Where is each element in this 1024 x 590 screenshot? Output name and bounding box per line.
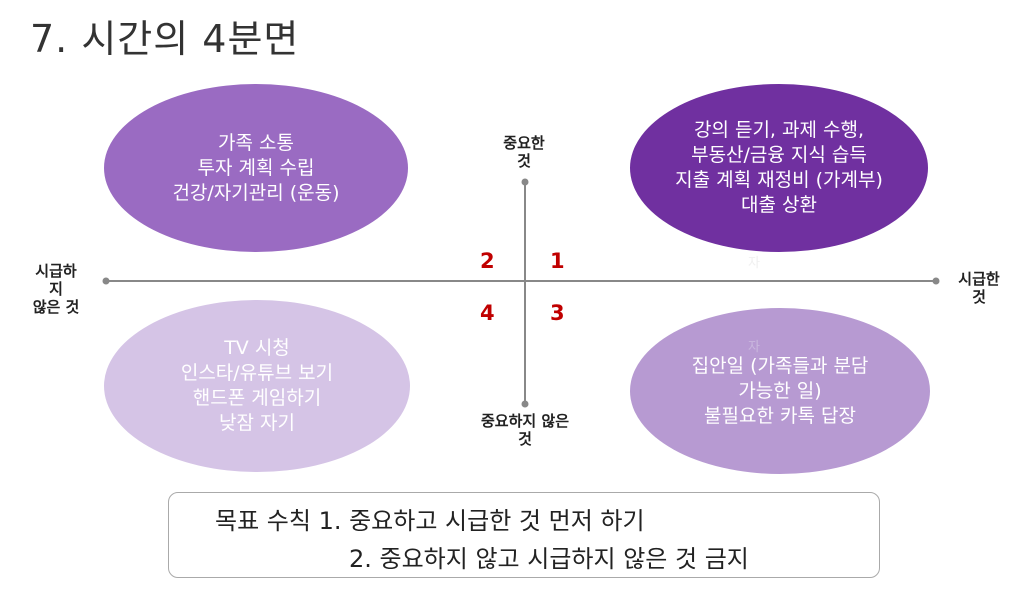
quadrant-number-4: 4	[480, 301, 495, 325]
quadrant-4-ellipse: TV 시청 인스타/유튜브 보기 핸드폰 게임하기 낮잠 자기	[104, 300, 410, 472]
axis-label-line: 것	[517, 152, 531, 170]
quadrant-2-line: 건강/자기관리 (운동)	[172, 181, 340, 204]
quadrant-2-line: 투자 계획 수립	[197, 156, 315, 179]
quadrant-4-line: 핸드폰 게임하기	[192, 387, 322, 409]
axis-label-line: 중요하지 않은	[480, 412, 570, 430]
quadrant-number-2: 2	[480, 249, 495, 273]
faint-mark: 자	[748, 340, 760, 355]
quadrant-3-line: 집안일 (가족들과 분담	[691, 354, 869, 377]
quadrant-number-1: 1	[550, 249, 565, 273]
quadrant-4-line: 낮잠 자기	[219, 412, 295, 434]
vertical-axis-bottom-dot	[521, 400, 529, 408]
axis-label-line: 중요한	[503, 134, 545, 152]
page-title: 7. 시간의 4분면	[30, 17, 300, 61]
vertical-axis-top-dot	[521, 178, 529, 186]
quadrant-1-line: 강의 듣기, 과제 수행,	[693, 119, 865, 141]
axis-label-not-urgent: 시급하 지 않은 것	[16, 262, 96, 316]
quadrant-3-ellipse: 집안일 (가족들과 분담 가능한 일) 불필요한 카톡 답장	[630, 308, 930, 474]
quadrant-1-ellipse: 강의 듣기, 과제 수행, 부동산/금융 지식 습득 지출 계획 재정비 (가계…	[630, 84, 928, 252]
horizontal-axis-left-dot	[102, 277, 110, 285]
quadrant-4-line: TV 시청	[224, 337, 290, 359]
quadrant-1-line: 지출 계획 재정비 (가계부)	[675, 169, 883, 191]
axis-label-line: 것	[972, 288, 986, 306]
axis-label-line: 시급하	[35, 262, 77, 280]
goal-line-1: 목표 수칙 1. 중요하고 시급한 것 먼저 하기	[215, 507, 645, 535]
horizontal-axis-right-dot	[932, 277, 940, 285]
axis-label-line: 않은 것	[32, 298, 80, 316]
quadrant-2-ellipse: 가족 소통 투자 계획 수립 건강/자기관리 (운동)	[104, 84, 408, 252]
goal-box: 목표 수칙 1. 중요하고 시급한 것 먼저 하기 2. 중요하지 않고 시급하…	[168, 492, 880, 578]
axis-label-line: 것	[518, 430, 532, 448]
axis-label-line: 지	[49, 280, 63, 298]
quadrant-1-line: 대출 상환	[741, 194, 817, 216]
goal-line-2: 2. 중요하지 않고 시급하지 않은 것 금지	[349, 545, 749, 573]
quadrant-number-3: 3	[550, 301, 565, 325]
axis-label-important: 중요한 것	[484, 134, 564, 170]
quadrant-4-line: 인스타/유튜브 보기	[180, 362, 334, 384]
axis-label-not-important: 중요하지 않은 것	[460, 412, 590, 448]
faint-mark: 자	[748, 256, 760, 271]
axis-label-line: 시급한	[958, 270, 1000, 288]
quadrant-3-line: 가능한 일)	[738, 379, 822, 402]
axis-label-urgent: 시급한 것	[946, 270, 1012, 306]
quadrant-1-line: 부동산/금융 지식 습득	[691, 144, 867, 166]
quadrant-3-line: 불필요한 카톡 답장	[704, 404, 856, 427]
quadrant-2-line: 가족 소통	[218, 131, 294, 154]
